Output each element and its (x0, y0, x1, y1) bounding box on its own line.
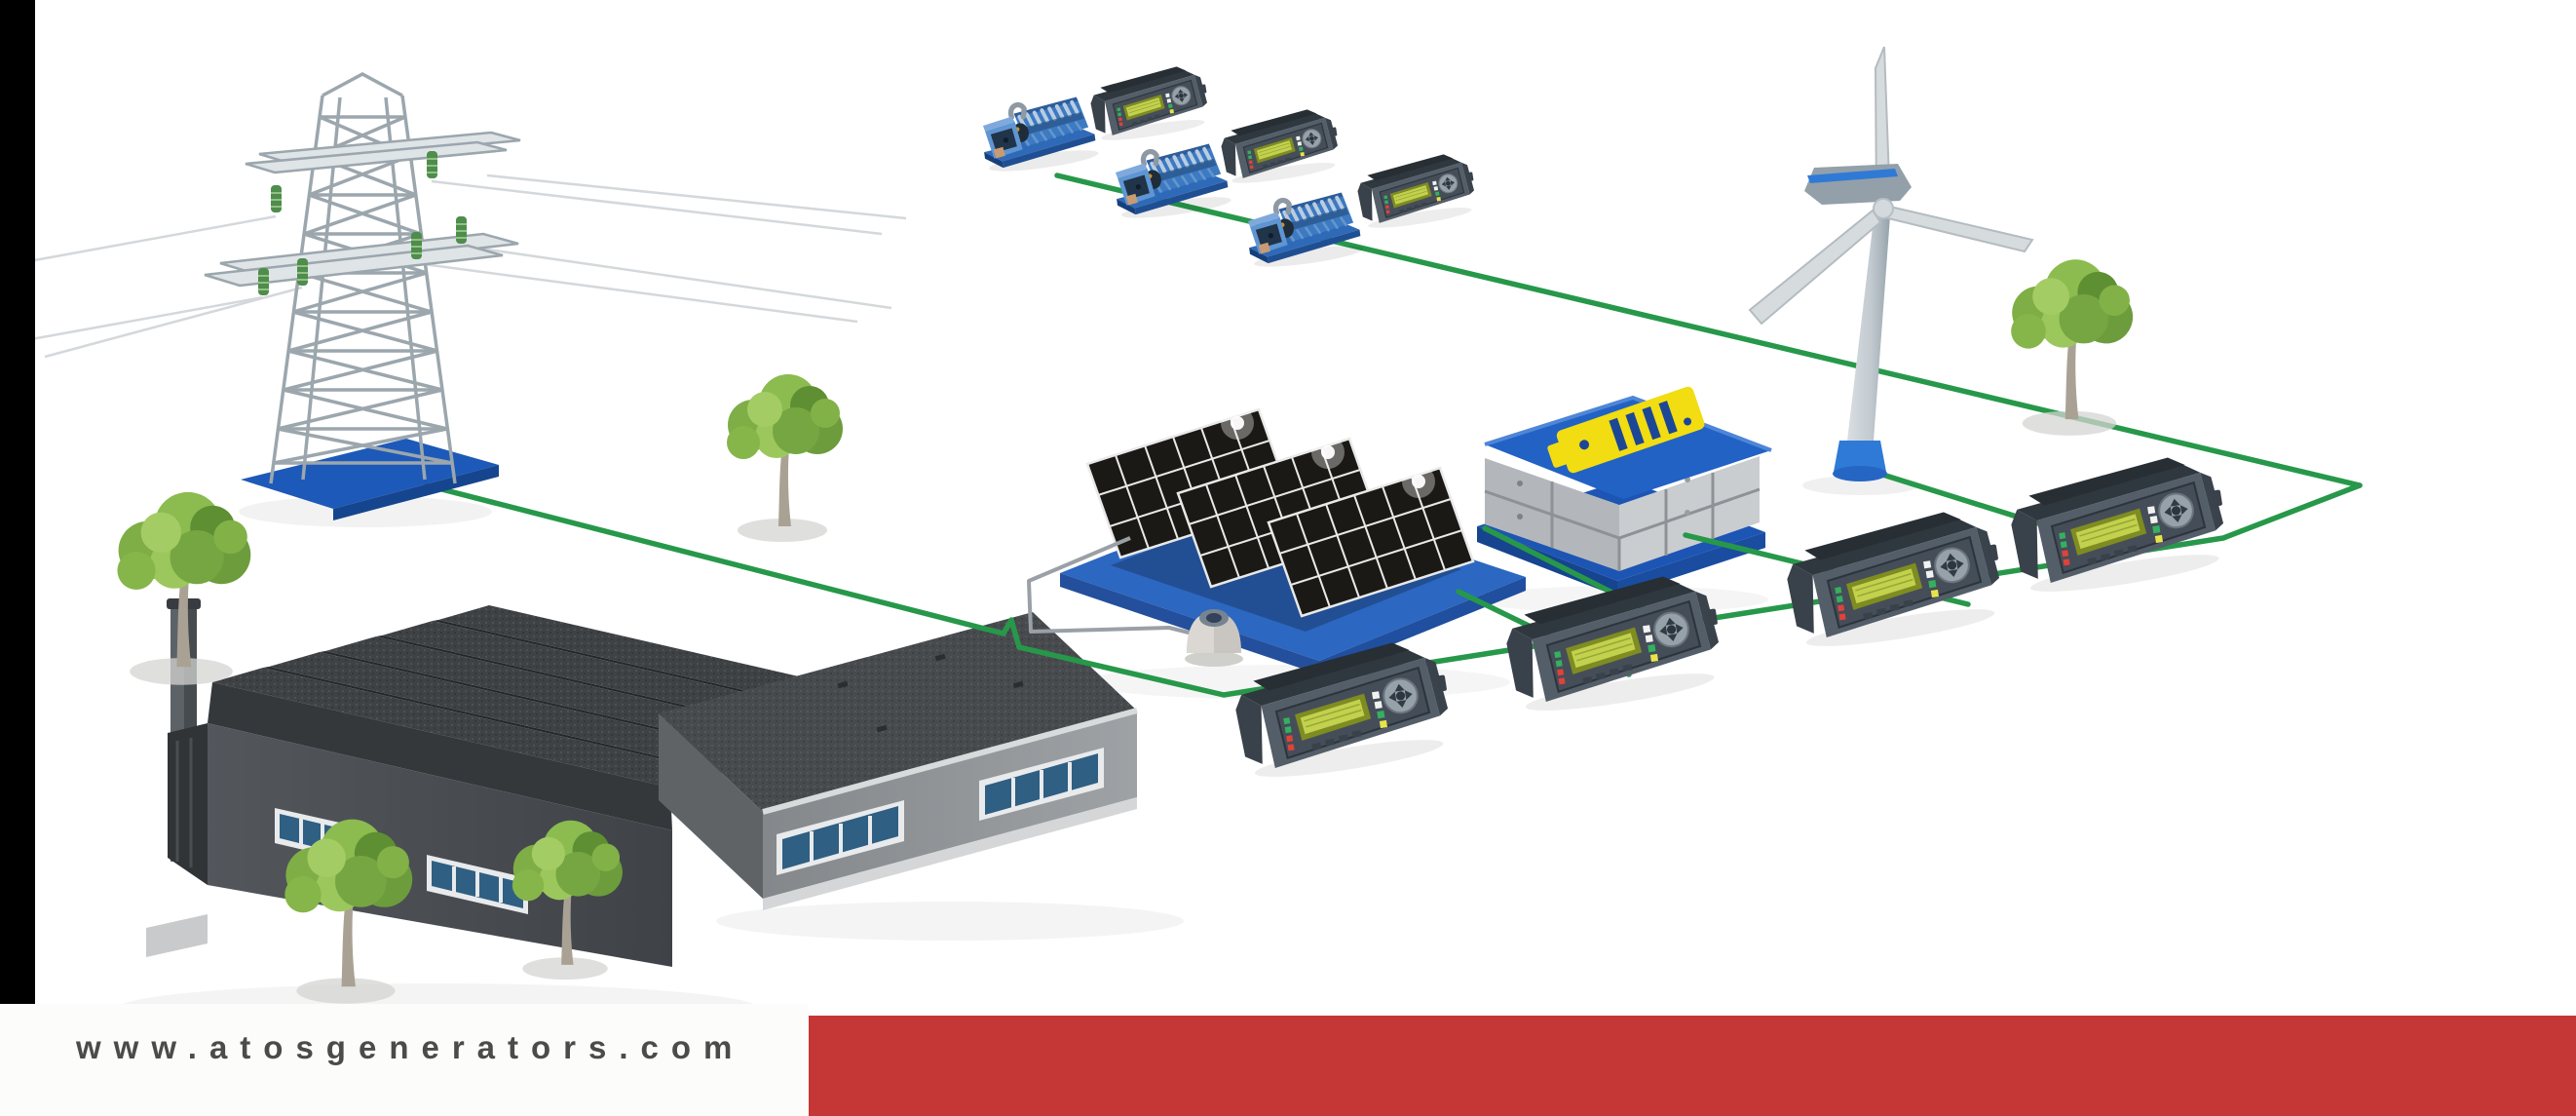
tree-1 (115, 490, 253, 687)
sensor-cable (1027, 536, 1193, 635)
nacelle (1804, 164, 1912, 205)
tree-2 (725, 372, 845, 544)
crossarms (204, 131, 521, 288)
power-wires (9, 173, 907, 359)
grid-controller-1 (1228, 634, 1458, 787)
transmission-tower (9, 72, 907, 520)
footer-strip (0, 1004, 809, 1116)
factory-windows-2 (427, 855, 528, 914)
grid-controller-3 (1779, 503, 2010, 656)
wind-turbine (1748, 46, 2034, 481)
diesel-genset-1 (978, 95, 1099, 175)
turbine-base (1834, 441, 1886, 472)
battery-storage (1477, 386, 1772, 596)
grid-to-controllers-line (424, 482, 2363, 698)
tower-base (241, 439, 499, 509)
footer-red-bar (809, 1016, 2576, 1116)
warehouse-windows (777, 748, 1104, 875)
left-black-bar (0, 0, 35, 1004)
irradiance-sensor (1185, 609, 1243, 667)
battery-icon (1547, 386, 1705, 474)
diesel-genset-3 (1243, 190, 1364, 271)
genset-controller-1 (1086, 61, 1213, 146)
solar-array (1060, 404, 1526, 674)
grid-controller-4 (2003, 448, 2234, 601)
website-url: www.atosgenerators.com (76, 1029, 745, 1065)
genset-controller-2 (1217, 104, 1344, 189)
genset-controller-3 (1353, 149, 1480, 234)
tower-lattice (269, 72, 457, 484)
warehouse-building (659, 612, 1138, 910)
